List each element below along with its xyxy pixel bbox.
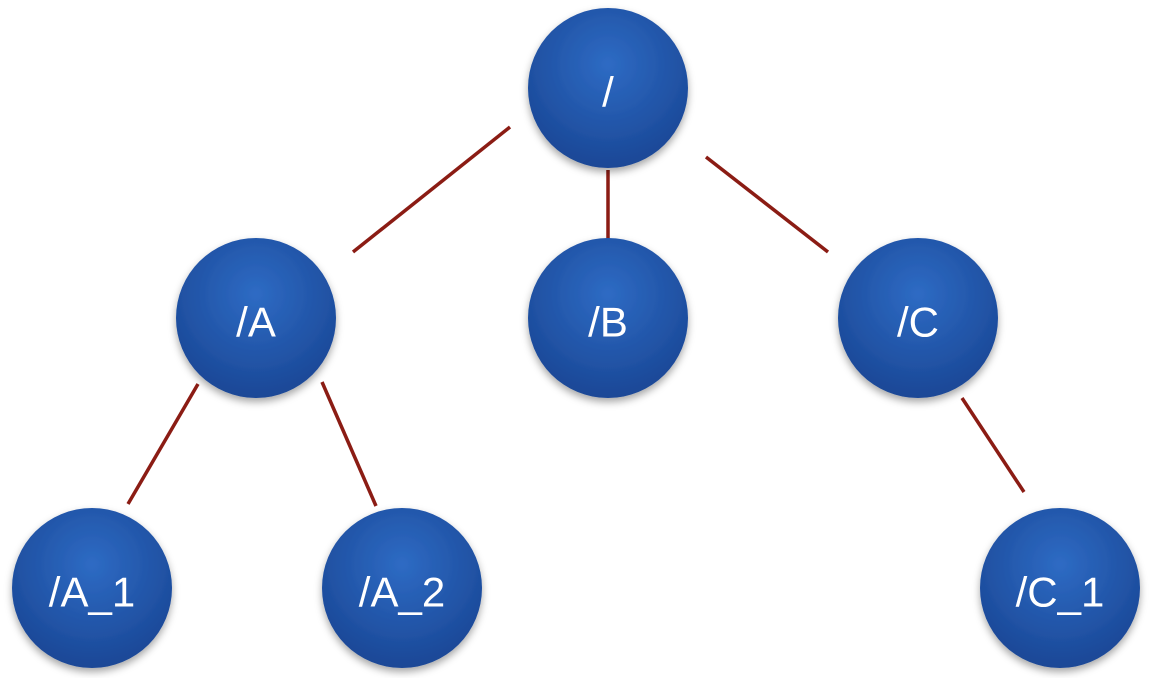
node-c-circle [838, 238, 998, 398]
node-b: /B [528, 238, 688, 398]
node-b-circle [528, 238, 688, 398]
node-a-1-label: /A_1 [49, 569, 135, 616]
node-a: /A [176, 238, 336, 398]
node-a-1-circle [12, 508, 172, 668]
edge-root-c [704, 155, 830, 254]
node-root-label: / [602, 69, 614, 116]
node-root: / [528, 8, 688, 168]
node-root-circle [528, 8, 688, 168]
node-b-label: /B [588, 299, 628, 346]
node-a-2-label: /A_2 [359, 569, 445, 616]
node-c: /C [838, 238, 998, 398]
edge-a-a1 [126, 383, 200, 505]
edge-a-a2 [320, 381, 378, 507]
node-c-1-label: /C_1 [1016, 569, 1105, 616]
node-a-2: /A_2 [322, 508, 482, 668]
node-c-1-circle [980, 508, 1140, 668]
node-c-1: /C_1 [980, 508, 1140, 668]
edge-c-c1 [960, 397, 1026, 493]
edge-root-a [351, 125, 512, 254]
node-a-2-circle [322, 508, 482, 668]
node-a-1: /A_1 [12, 508, 172, 668]
node-a-circle [176, 238, 336, 398]
node-c-label: /C [897, 299, 939, 346]
node-a-label: /A [236, 299, 276, 346]
edges-group [126, 125, 1026, 507]
